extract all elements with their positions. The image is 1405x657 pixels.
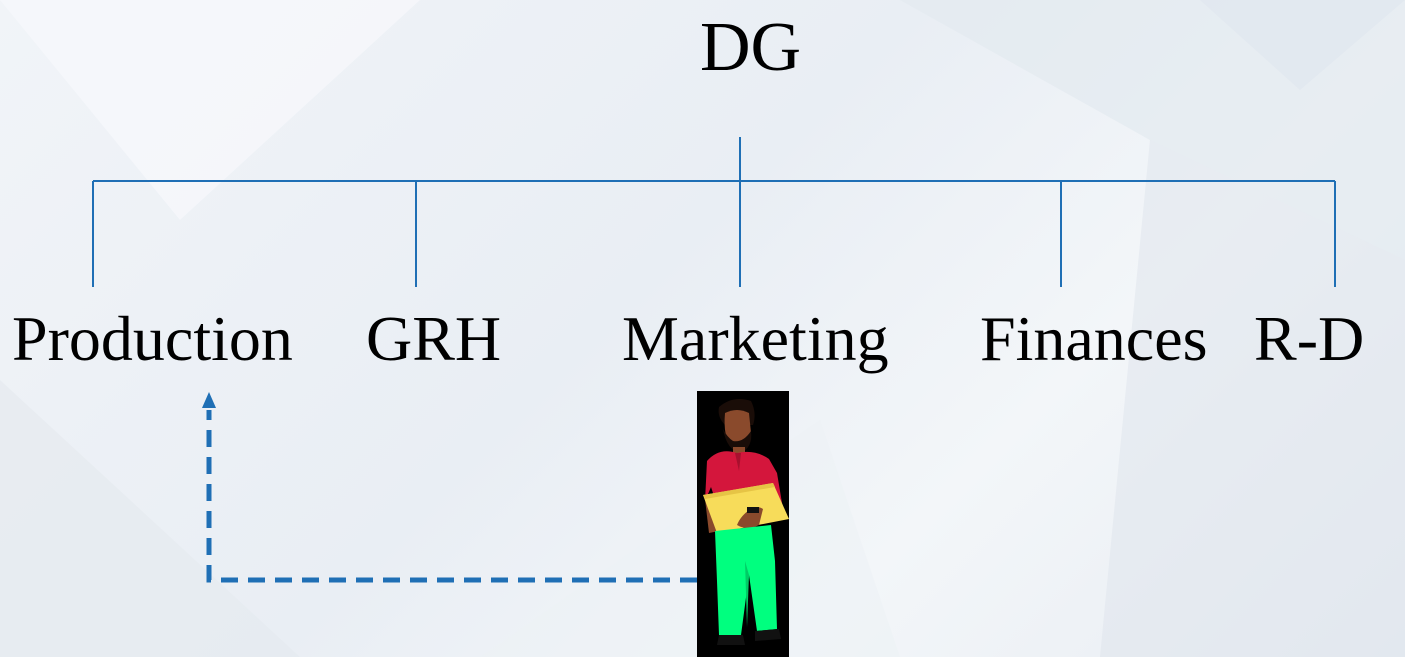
dept-node-grh: GRH — [366, 303, 502, 374]
dept-node-production: Production — [12, 303, 293, 374]
man-holding-folder-icon — [697, 391, 789, 657]
dashed-connector — [206, 410, 697, 583]
dept-node-finances: Finances — [980, 303, 1208, 374]
root-node-dg: DG — [700, 9, 802, 86]
dashed-relation-arrow — [202, 392, 697, 583]
arrowhead-icon — [202, 392, 216, 408]
dept-node-rd: R-D — [1254, 303, 1365, 374]
dept-node-marketing: Marketing — [622, 303, 889, 374]
